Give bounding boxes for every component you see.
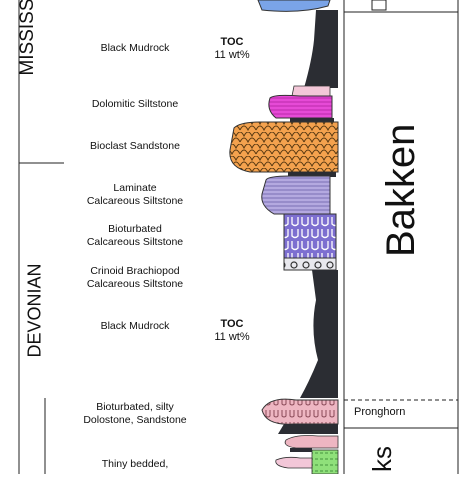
lithology-label-black-mudrock-lower: Black Mudrock bbox=[100, 320, 170, 332]
toc-annotation-upper: TOC 11 wt% bbox=[214, 36, 250, 61]
lithology-label-bioturbated-dolostone: Bioturbated, silty Dolostone, Sandstone bbox=[83, 401, 187, 426]
laminate-siltstone-unit bbox=[261, 175, 331, 215]
bioturbated-siltstone-unit bbox=[283, 213, 337, 259]
formation-label-bottom-fragment: ks bbox=[367, 446, 397, 472]
lithology-label-laminate-siltstone: Laminate Calcareous Siltstone bbox=[86, 182, 184, 207]
crinoid-band bbox=[283, 257, 337, 271]
formation-label-pronghorn: Pronghorn bbox=[354, 406, 406, 418]
period-label-devonian: DEVONIAN bbox=[24, 263, 45, 358]
lower-black-mudrock-unit bbox=[300, 270, 338, 398]
top-blue-unit bbox=[257, 0, 331, 12]
dolomitic-siltstone-unit bbox=[268, 94, 333, 119]
dark-sliver bbox=[278, 424, 338, 434]
upper-black-mudrock-unit bbox=[304, 10, 338, 88]
pink-base-lens bbox=[275, 456, 313, 469]
lithology-label-bioclast-sandstone: Bioclast Sandstone bbox=[90, 140, 180, 152]
pronghorn-unit bbox=[261, 398, 339, 425]
lithology-label-dolomitic-siltstone: Dolomitic Siltstone bbox=[91, 98, 179, 110]
period-label-mississippian: MISSISS bbox=[17, 0, 38, 76]
lithology-label-thin-bedded: Thiny bedded, bbox=[101, 458, 169, 470]
dark-band-2 bbox=[288, 172, 336, 177]
lithology-label-black-mudrock-upper: Black Mudrock bbox=[100, 42, 170, 54]
toc-annotation-lower: TOC 11 wt% bbox=[214, 318, 250, 343]
formation-label-bakken: Bakken bbox=[379, 123, 423, 257]
lithology-label-crinoid-siltstone: Crinoid Brachiopod Calcareous Siltstone bbox=[86, 265, 184, 290]
bioclast-sandstone-unit bbox=[229, 121, 339, 173]
green-thin-bedded-unit bbox=[311, 449, 339, 474]
dark-base-sliver bbox=[290, 448, 312, 452]
lithology-label-bioturbated-siltstone: Bioturbated Calcareous Siltstone bbox=[86, 223, 184, 248]
thin-dark-band bbox=[290, 118, 334, 124]
pink-lens bbox=[284, 435, 339, 449]
top-formation-box bbox=[371, 0, 387, 11]
pink-cap-unit bbox=[291, 85, 331, 97]
